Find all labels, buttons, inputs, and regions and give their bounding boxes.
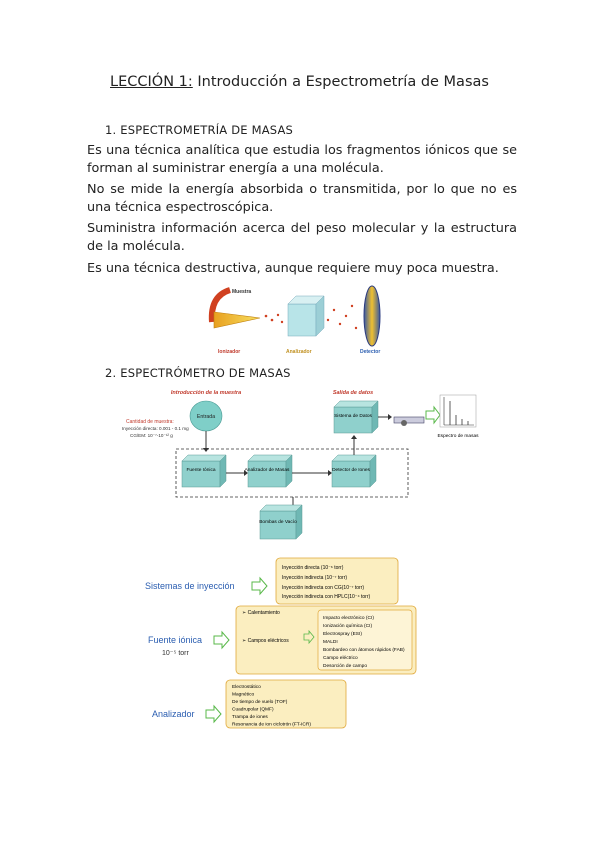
espectro-label: Espectro de masas: [437, 433, 479, 439]
sistemas-box: [275, 557, 399, 605]
analizador-item-3: De tiempo de vuelo (TOF): [232, 699, 288, 705]
fuente-cube: Fuente Iónica: [181, 454, 227, 488]
paragraph-2: No se mide la energía absorbida o transm…: [87, 182, 517, 215]
analizador-item-5: Trampa de iones: [232, 714, 268, 720]
ms-schematic-figure: Muestra Ionizador Analizador Detector: [208, 285, 381, 355]
fuente-arrow-icon: [213, 630, 230, 650]
paragraph-1: Es una técnica analítica que estudia los…: [87, 143, 517, 176]
analizador-cube: Analizador de Masas: [245, 454, 293, 488]
fuente-item-3: Electrospray (ESI): [323, 631, 362, 637]
intro-label: Introducción de la muestra: [171, 390, 241, 396]
analizador-item-2: Magnético: [232, 692, 254, 698]
section1-heading: 1. ESPECTROMETRÍA DE MASAS: [105, 123, 294, 137]
entrada-node: Entrada: [189, 400, 223, 432]
lesson-label: LECCIÓN 1:: [110, 74, 193, 90]
ionizador-label: Ionizador: [218, 349, 240, 355]
detector-cube: Detector de Iones: [331, 454, 377, 488]
fuente-item-1: Impacto electrónico (CI): [323, 615, 374, 621]
fuente-item-7: Desorción de campo: [323, 663, 367, 669]
paragraph-4: Es una técnica destructiva, aunque requi…: [87, 261, 499, 276]
lesson-title: Introducción a Espectrometría de Masas: [192, 74, 489, 90]
fuente-label: Fuente iónica: [148, 635, 202, 645]
sistemas-item-1: Inyección directa (10⁻⁶ torr): [282, 565, 344, 571]
vacuum-region: [175, 448, 409, 498]
summary-figure: Sistemas de inyección Inyección directa …: [145, 557, 417, 729]
sistema-datos-label: Sistema de Datos: [334, 413, 372, 419]
fuente-item-2: Ionización química (CI): [323, 623, 372, 629]
bombas-label: Bombas de Vacío: [259, 519, 297, 525]
analizador-arrow-icon: [205, 704, 222, 724]
cantidad-title: Cantidad de muestra:: [126, 419, 174, 425]
salida-label: Salida de datos: [333, 390, 373, 396]
campos-arrow-icon: [303, 629, 315, 645]
spectrum-icon: [439, 394, 477, 428]
green-arrow-icon: [425, 405, 441, 425]
analizador-label: Analizador de Masas: [245, 467, 290, 473]
muestra-label: Muestra: [232, 289, 251, 295]
fuente-sub: 10⁻⁵ torr: [162, 650, 189, 657]
sample-tube: [208, 287, 232, 323]
sistemas-item-4: Inyección indirecta con HPLC(10⁻⁴ torr): [282, 594, 370, 600]
sistemas-arrow-icon: [251, 576, 268, 596]
computer-icon: [393, 416, 425, 426]
fuente-inner-box: [317, 609, 413, 671]
cantidad-line1: Inyección directa: 0.001 - 0.1 mg: [122, 426, 189, 431]
analizador-box: [225, 679, 347, 729]
page-title: LECCIÓN 1: Introducción a Espectrometría…: [0, 74, 599, 90]
analyzer-cube: [287, 295, 325, 337]
analizador-item-4: Cuadrupolar (QMF): [232, 707, 274, 713]
detector-label: Detector: [360, 349, 380, 355]
fuente-opt-campos: ➢ Campos eléctricos: [242, 638, 289, 644]
fuente-item-6: Campo eléctrico: [323, 655, 358, 661]
fuente-item-4: MALDI: [323, 639, 338, 645]
spectrometer-block-diagram: Introducción de la muestra Salida de dat…: [122, 390, 479, 540]
fuente-item-5: Bombardeo con átomos rápidos (FAB): [323, 647, 405, 653]
cantidad-line2: CG/EM: 10⁻⁷-10⁻¹² g: [130, 433, 173, 438]
fuente-label: Fuente Iónica: [186, 467, 215, 473]
analizador-label: Analizador: [152, 709, 195, 719]
analizador-item-6: Resonancia de ion ciclotrón (FT-ICR): [232, 722, 311, 728]
detector-label: Detector de Iones: [332, 467, 370, 473]
sistema-datos-cube: Sistema de Datos: [333, 400, 379, 434]
sistemas-label: Sistemas de inyección: [145, 581, 235, 591]
ionizer-cone: [213, 311, 261, 329]
analizador-item-1: Electrostático: [232, 684, 261, 690]
analizador-label: Analizador: [286, 349, 312, 355]
sistemas-item-3: Inyección indirecta con CG(10⁻⁷ torr): [282, 585, 364, 591]
section2-heading: 2. ESPECTRÓMETRO DE MASAS: [105, 366, 291, 380]
entrada-label: Entrada: [197, 414, 215, 420]
sistemas-item-2: Inyección indirecta (10⁻⁷ torr): [282, 575, 347, 581]
paragraph-3: Suministra información acerca del peso m…: [87, 221, 517, 254]
ion-particles: [264, 304, 358, 330]
fuente-opt-calentamiento: ➢ Calentamiento: [242, 610, 280, 616]
bombas-cube: Bombas de Vacío: [259, 504, 303, 540]
detector-disk: [363, 285, 381, 347]
